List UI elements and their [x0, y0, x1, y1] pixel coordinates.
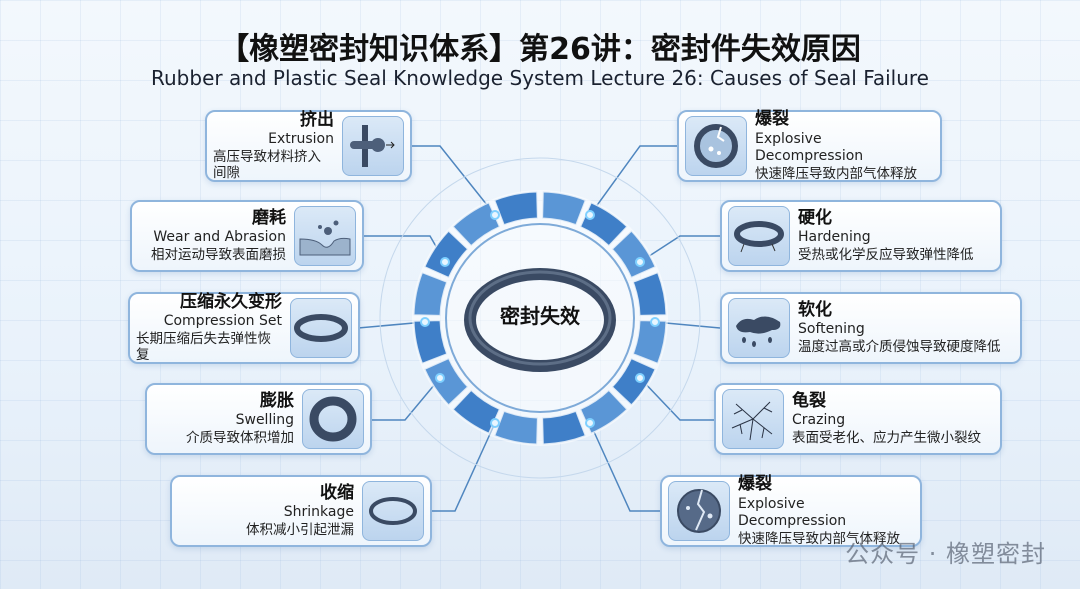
melting-icon: [728, 298, 790, 358]
card-title: 软化: [798, 300, 832, 321]
connector-node: [635, 373, 645, 383]
card-title: 硬化: [798, 208, 832, 229]
card-desc: 体积减小引起泄漏: [246, 521, 354, 538]
card-desc: 表面受老化、应力产生微小裂纹: [792, 429, 981, 446]
card-desc: 介质导致体积增加: [186, 429, 294, 446]
connector-node: [440, 257, 450, 267]
card-desc: 温度过高或介质侵蚀导致硬度降低: [798, 338, 1001, 355]
page-title: 【橡塑密封知识体系】第26讲：密封件失效原因: [219, 32, 861, 67]
card-title: 膨胀: [260, 391, 294, 412]
flat-ring-icon: [290, 298, 352, 358]
swollen-ring-icon: [302, 389, 364, 449]
ring-segment: [424, 358, 469, 406]
ring-segment: [413, 272, 448, 316]
card-english: Explosive Decompression: [755, 130, 864, 165]
card-title: 收缩: [320, 483, 354, 504]
ring-segment: [494, 410, 538, 445]
page-subtitle: Rubber and Plastic Seal Knowledge System…: [151, 66, 929, 90]
card-title: 龟裂: [792, 391, 826, 412]
connector-node: [435, 373, 445, 383]
card-title: 压缩永久变形: [180, 291, 282, 312]
card-english: Explosive Decompression: [738, 495, 847, 530]
card-title: 爆裂: [738, 474, 772, 495]
card-english: Compression Set: [163, 313, 282, 329]
connector-node: [635, 257, 645, 267]
crack-pattern-icon: [722, 389, 784, 449]
card-english: Crazing: [792, 412, 846, 429]
connector-node: [490, 418, 500, 428]
ring-segment: [452, 389, 500, 434]
ring-segment: [632, 320, 667, 364]
ring-segment: [542, 191, 586, 226]
connector-line: [410, 145, 496, 216]
extrusion-icon: [342, 116, 404, 176]
card-english: Shrinkage: [283, 504, 354, 521]
connector-line: [639, 235, 720, 263]
connector-line: [589, 422, 660, 512]
connector-node: [650, 317, 660, 327]
watermark: 公众号 · 橡塑密封: [845, 540, 1046, 568]
card-english: Hardening: [798, 229, 871, 246]
card-desc: 快速降压导致内部气体释放: [755, 165, 917, 182]
card-english: Softening: [798, 321, 865, 338]
ring-segment: [611, 230, 656, 278]
connector-line: [639, 377, 715, 421]
ring-segment: [413, 320, 448, 364]
connector-line: [589, 145, 677, 216]
hardened-ring-icon: [728, 206, 790, 266]
center-label: 密封失效: [500, 304, 580, 328]
ring-segment: [542, 410, 586, 445]
ring-segment: [632, 272, 667, 316]
card-desc: 受热或化学反应导致弹性降低: [798, 246, 974, 263]
connector-line: [430, 422, 496, 512]
card-english: Extrusion: [268, 131, 334, 147]
cracked-disc-icon: [668, 481, 730, 541]
connector-node: [490, 210, 500, 220]
card-desc: 快速降压导致内部气体释放: [738, 530, 900, 547]
card-title: 挤出: [300, 109, 334, 130]
card-desc: 高压导致材料挤入间隙: [213, 148, 321, 182]
ring-segment: [452, 202, 500, 247]
cracked-ring-icon: [685, 116, 747, 176]
ring-segment: [494, 191, 538, 226]
ring-segment: [611, 358, 656, 406]
card-english: Wear and Abrasion: [153, 229, 286, 246]
connector-line: [370, 377, 441, 421]
connector-node: [585, 210, 595, 220]
card-english: Swelling: [235, 412, 294, 429]
ring-segment: [424, 230, 469, 278]
halo-circle: [379, 157, 701, 479]
abrasion-icon: [294, 206, 356, 266]
connector-node: [585, 418, 595, 428]
ring-backdrop: [412, 190, 668, 446]
card-desc: 相对运动导致表面磨损: [151, 246, 286, 263]
thin-ring-icon: [362, 481, 424, 541]
card-title: 爆裂: [755, 109, 789, 130]
card-desc: 长期压缩后失去弹性恢复: [136, 330, 271, 364]
connector-node: [420, 317, 430, 327]
card-title: 磨耗: [252, 208, 286, 229]
inner-ring-line: [445, 223, 635, 413]
